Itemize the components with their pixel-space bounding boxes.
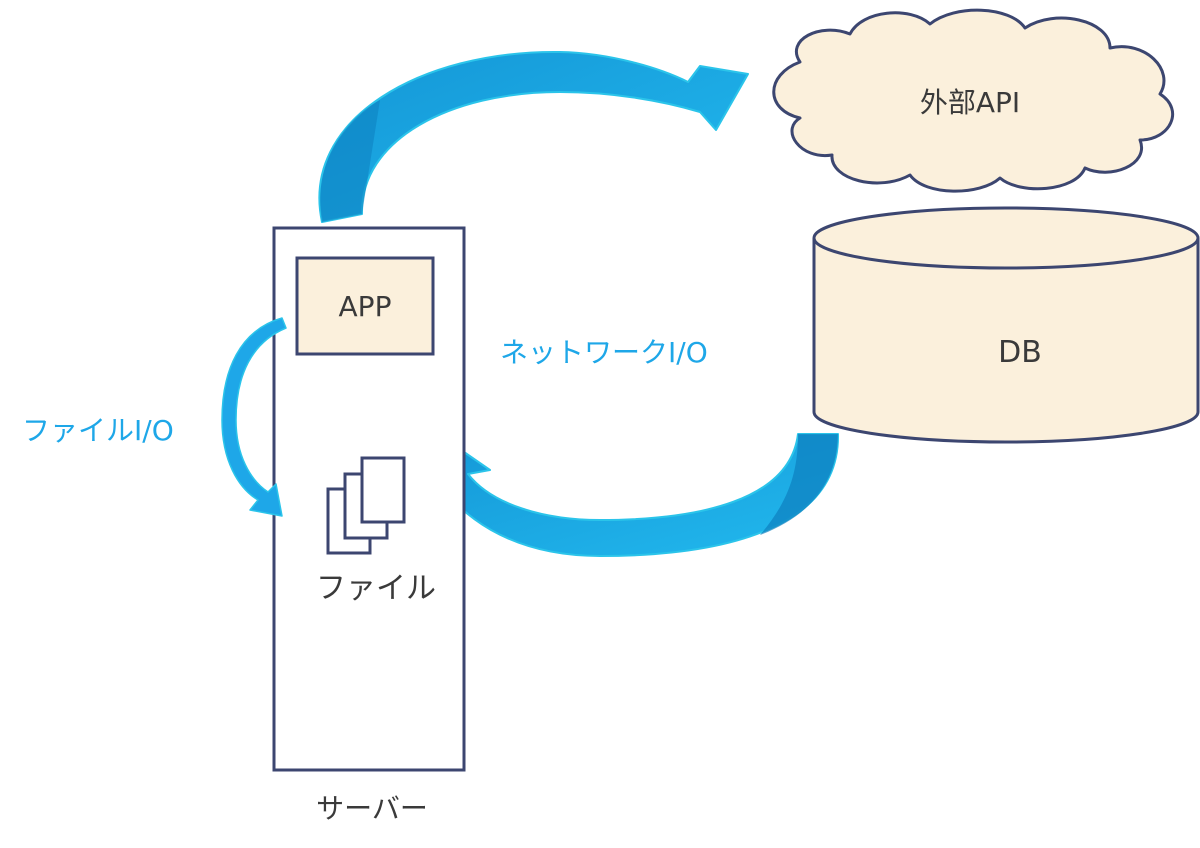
file-label: ファイル xyxy=(316,571,436,606)
network-arrow-from-db xyxy=(407,433,840,557)
file-icon xyxy=(326,456,406,555)
network-io-label: ネットワークI/O xyxy=(500,336,708,369)
external-api-cloud: 外部API xyxy=(772,8,1174,193)
network-arrow-to-api xyxy=(318,50,749,223)
db-label: DB xyxy=(998,335,1042,370)
external-api-label: 外部API xyxy=(920,86,1020,119)
db-cylinder: DB xyxy=(812,206,1200,444)
file-io-label: ファイルI/O xyxy=(22,414,174,447)
file-io-arrow xyxy=(221,317,287,517)
app-box xyxy=(295,256,435,356)
app-label: APP xyxy=(339,290,392,323)
server-label: サーバー xyxy=(316,792,428,825)
